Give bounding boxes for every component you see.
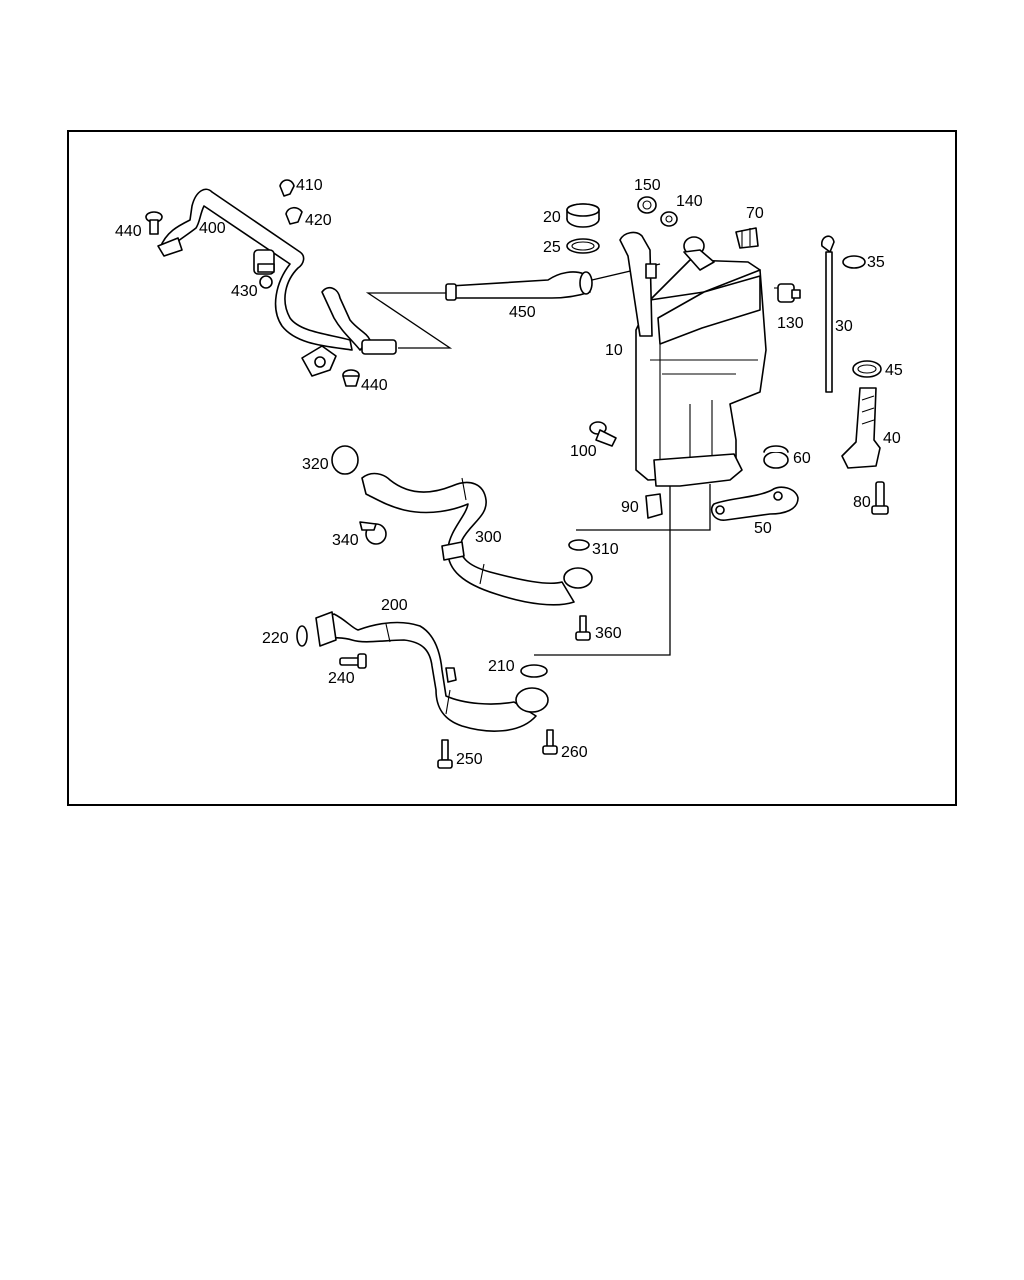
clip-420[interactable] xyxy=(285,206,303,225)
callout-240: 240 xyxy=(328,670,355,687)
diagram-border xyxy=(67,130,957,806)
leader-450 xyxy=(365,292,453,349)
seal-25[interactable] xyxy=(566,238,600,254)
breather-hose-400[interactable] xyxy=(157,188,397,377)
leader-310 xyxy=(576,484,711,531)
callout-310: 310 xyxy=(592,541,619,558)
bracket-50[interactable] xyxy=(710,486,799,521)
callout-30: 30 xyxy=(835,318,853,335)
callout-430: 430 xyxy=(231,283,258,300)
dipstick-30[interactable] xyxy=(821,235,835,393)
callout-60: 60 xyxy=(793,450,811,467)
valve-430[interactable] xyxy=(253,249,275,289)
callout-40: 40 xyxy=(883,430,901,447)
callout-150: 150 xyxy=(634,177,661,194)
callout-50: 50 xyxy=(754,520,772,537)
leader-210 xyxy=(534,486,671,656)
callout-45: 45 xyxy=(885,362,903,379)
callout-300: 300 xyxy=(475,529,502,546)
o-ring-310[interactable] xyxy=(568,539,590,551)
callout-340: 340 xyxy=(332,532,359,549)
callout-260: 260 xyxy=(561,744,588,761)
cap-20[interactable] xyxy=(566,203,600,228)
hose-300[interactable] xyxy=(361,472,593,606)
grommet-150[interactable] xyxy=(637,196,657,214)
callout-360: 360 xyxy=(595,625,622,642)
callout-140: 140 xyxy=(676,193,703,210)
screw-340[interactable] xyxy=(359,521,387,545)
oil-tank-10[interactable] xyxy=(619,231,767,487)
hose-450[interactable] xyxy=(445,271,593,301)
clip-70[interactable] xyxy=(735,227,759,249)
callout-35: 35 xyxy=(867,254,885,271)
bolt-240[interactable] xyxy=(339,653,367,669)
o-ring-210[interactable] xyxy=(520,664,548,678)
rubber-mount-130[interactable] xyxy=(774,283,801,303)
callout-320: 320 xyxy=(302,456,329,473)
callout-80: 80 xyxy=(853,494,871,511)
seal-35[interactable] xyxy=(842,255,866,269)
guide-tube-40[interactable] xyxy=(841,387,881,469)
callout-420: 420 xyxy=(305,212,332,229)
callout-400: 400 xyxy=(199,220,226,237)
callout-410: 410 xyxy=(296,177,323,194)
callout-130: 130 xyxy=(777,315,804,332)
screw-440-lower[interactable] xyxy=(342,369,360,387)
callout-25: 25 xyxy=(543,239,561,256)
callout-200: 200 xyxy=(381,597,408,614)
drain-plug-90[interactable] xyxy=(645,493,663,519)
washer-140[interactable] xyxy=(660,211,678,227)
callout-220: 220 xyxy=(262,630,289,647)
callout-210: 210 xyxy=(488,658,515,675)
callout-10: 10 xyxy=(605,342,623,359)
callout-450: 450 xyxy=(509,304,536,321)
bolt-260[interactable] xyxy=(542,729,558,755)
seal-45[interactable] xyxy=(852,360,882,378)
callout-440-upper: 440 xyxy=(115,223,142,240)
bolt-250[interactable] xyxy=(437,739,453,769)
bolt-360[interactable] xyxy=(575,615,591,641)
callout-20: 20 xyxy=(543,209,561,226)
bolt-100[interactable] xyxy=(589,421,617,447)
plug-60[interactable] xyxy=(763,445,789,469)
callout-90: 90 xyxy=(621,499,639,516)
callout-250: 250 xyxy=(456,751,483,768)
callout-440-lower: 440 xyxy=(361,377,388,394)
bolt-80[interactable] xyxy=(871,481,889,515)
callout-100: 100 xyxy=(570,443,597,460)
o-ring-320[interactable] xyxy=(331,445,359,475)
o-ring-220[interactable] xyxy=(296,625,308,647)
screw-440-upper[interactable] xyxy=(145,211,163,235)
callout-labels: 10 20 25 30 35 40 45 50 60 70 80 90 100 … xyxy=(115,177,903,768)
clip-410[interactable] xyxy=(279,179,295,197)
oil-pipe-200[interactable] xyxy=(315,611,549,732)
callout-70: 70 xyxy=(746,205,764,222)
